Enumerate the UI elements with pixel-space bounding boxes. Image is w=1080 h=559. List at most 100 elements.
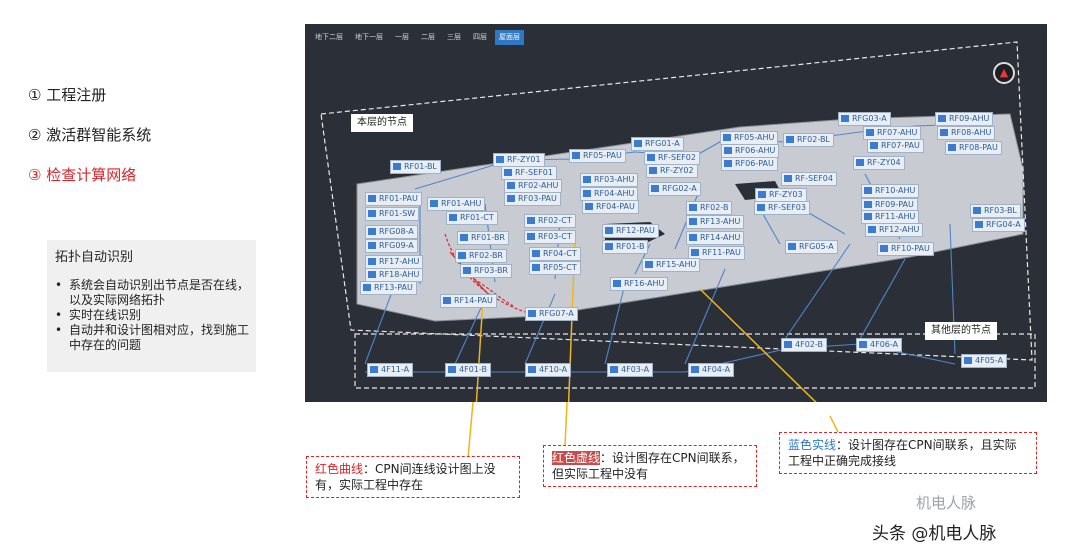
tab-2f[interactable]: 二层: [421, 33, 435, 41]
node-label: 4F01-B: [459, 365, 487, 374]
cpn-node[interactable]: RF02-BL: [783, 133, 834, 147]
cpn-node-4f[interactable]: 4F05-A: [961, 354, 1008, 368]
node-label: RF09-PAU: [875, 200, 914, 209]
cpn-node[interactable]: RF05-PAU: [569, 149, 626, 163]
device-icon: [964, 357, 972, 364]
cpn-node[interactable]: RF08-PAU: [945, 141, 1002, 155]
cpn-node[interactable]: RF04-CT: [529, 247, 581, 261]
cpn-node[interactable]: RFG02-A: [648, 182, 701, 196]
cpn-node[interactable]: RF02-B: [686, 201, 733, 215]
cpn-node[interactable]: RF03-AHU: [580, 173, 639, 187]
cpn-node[interactable]: RF02-BR: [455, 249, 507, 263]
node-label: RF10-AHU: [875, 186, 916, 195]
cpn-node[interactable]: RF03-BR: [460, 264, 512, 278]
device-icon: [973, 207, 981, 214]
tab-b1[interactable]: 地下一层: [355, 33, 383, 41]
cpn-node[interactable]: RF-ZY02: [646, 164, 698, 178]
device-icon: [528, 310, 536, 317]
cpn-node[interactable]: RFG05-A: [785, 240, 838, 254]
cpn-node[interactable]: RF09-AHU: [935, 112, 994, 126]
cpn-node[interactable]: RF08-AHU: [937, 126, 996, 140]
device-icon: [605, 243, 613, 250]
cpn-node-4f[interactable]: 4F10-A: [525, 363, 572, 377]
cpn-node[interactable]: RF12-AHU: [865, 223, 924, 237]
device-icon: [363, 284, 371, 291]
cpn-node[interactable]: RF06-PAU: [721, 157, 778, 171]
node-label: RF03-AHU: [594, 175, 635, 184]
cpn-node-4f[interactable]: 4F06-A: [856, 338, 903, 352]
watermark: 机电人脉: [916, 494, 977, 512]
device-icon: [723, 134, 731, 141]
cpn-node[interactable]: RF03-PAU: [504, 192, 561, 206]
node-label: RF-ZY04: [867, 158, 901, 167]
device-icon: [528, 366, 536, 373]
step-register[interactable]: ① 工程注册: [28, 86, 107, 104]
legend-blue: 蓝色实线：设计图存在CPN间联系，且实际工程中正确完成接线: [779, 432, 1037, 474]
cpn-node[interactable]: RF11-PAU: [688, 246, 745, 260]
cpn-node[interactable]: RF01-B: [602, 240, 649, 254]
cpn-node[interactable]: RF14-AHU: [686, 231, 745, 245]
step-activate[interactable]: ② 激活群智能系统: [28, 126, 152, 144]
node-label: 4F02-B: [795, 340, 823, 349]
cpn-node[interactable]: RF13-PAU: [360, 281, 417, 295]
device-icon: [870, 142, 878, 149]
legend-red-dash: 红色虚线：设计图存在CPN间联系，但实际工程中没有: [543, 445, 757, 487]
cpn-node[interactable]: RF-SEF03: [754, 201, 810, 215]
tab-roof[interactable]: 屋面层: [495, 30, 524, 45]
cpn-node[interactable]: RF14-PAU: [440, 294, 497, 308]
device-icon: [975, 221, 983, 228]
node-label: RF05-CT: [543, 263, 577, 272]
device-icon: [368, 195, 376, 202]
device-icon: [868, 226, 876, 233]
other-floor-boundary: [354, 333, 1036, 389]
node-label: 4F06-A: [870, 340, 899, 349]
cpn-node[interactable]: RF07-PAU: [867, 139, 924, 153]
cpn-node[interactable]: RF15-AHU: [642, 258, 701, 272]
leader-red-curve: [467, 401, 474, 459]
cpn-node[interactable]: RF04-PAU: [582, 200, 639, 214]
node-label: 4F03-A: [621, 365, 650, 374]
cpn-node[interactable]: RFG03-A: [838, 112, 891, 126]
cpn-node[interactable]: RF05-CT: [529, 261, 581, 275]
cpn-node[interactable]: RF01-BR: [457, 231, 509, 245]
cpn-node-4f[interactable]: 4F02-B: [781, 338, 827, 352]
cpn-node[interactable]: RF17-AHU: [365, 255, 424, 269]
cpn-node[interactable]: RF01-AHU: [427, 197, 486, 211]
cpn-node[interactable]: RF03-CT: [524, 230, 576, 244]
cpn-node[interactable]: RF12-PAU: [602, 224, 659, 238]
legend-red-curve-key: 红色曲线: [315, 462, 364, 476]
device-icon: [841, 115, 849, 122]
cpn-node[interactable]: RF01-CT: [446, 211, 498, 225]
device-icon: [527, 233, 535, 240]
tab-1f[interactable]: 一层: [395, 33, 409, 41]
cpn-node[interactable]: RF13-AHU: [686, 215, 745, 229]
cpn-node[interactable]: RFG09-A: [365, 239, 418, 253]
cpn-node[interactable]: RF10-PAU: [877, 242, 934, 256]
cpn-node-4f[interactable]: 4F03-A: [607, 363, 654, 377]
cpn-node[interactable]: RF01-SW: [365, 207, 420, 221]
cpn-node-4f[interactable]: 4F11-A: [367, 363, 414, 377]
cpn-node[interactable]: RFG04-A: [972, 218, 1025, 232]
node-label: RF03-PAU: [518, 194, 557, 203]
network-canvas[interactable]: 地下二层 地下一层 一层 二层 三层 四层 屋面层 ▲: [305, 24, 1047, 402]
cpn-node[interactable]: RFG08-A: [365, 225, 418, 239]
step-check-network[interactable]: ③ 检查计算网络: [28, 166, 137, 184]
cpn-node[interactable]: RF01-PAU: [365, 192, 422, 206]
cpn-node[interactable]: RF-SEF04: [781, 172, 837, 186]
cpn-node-4f[interactable]: 4F01-B: [445, 363, 491, 377]
tab-4f[interactable]: 四层: [473, 33, 487, 41]
cpn-node[interactable]: RF01-BL: [390, 160, 441, 174]
cpn-node[interactable]: RF-ZY04: [853, 156, 905, 170]
tab-3f[interactable]: 三层: [447, 33, 461, 41]
cpn-node[interactable]: RF10-AHU: [861, 184, 920, 198]
cpn-node-4f[interactable]: 4F04-A: [688, 363, 735, 377]
cpn-node[interactable]: RF-SEF01: [501, 166, 557, 180]
compass-icon[interactable]: ▲: [993, 62, 1015, 84]
cpn-node[interactable]: RF16-AHU: [610, 277, 669, 291]
cpn-node[interactable]: RF03-BL: [970, 204, 1021, 218]
cpn-node[interactable]: RF02-CT: [524, 214, 576, 228]
device-icon: [458, 252, 466, 259]
cpn-node[interactable]: RFG01-A: [631, 137, 684, 151]
cpn-node[interactable]: RFG07-A: [525, 307, 578, 321]
tab-b2[interactable]: 地下二层: [315, 33, 343, 41]
